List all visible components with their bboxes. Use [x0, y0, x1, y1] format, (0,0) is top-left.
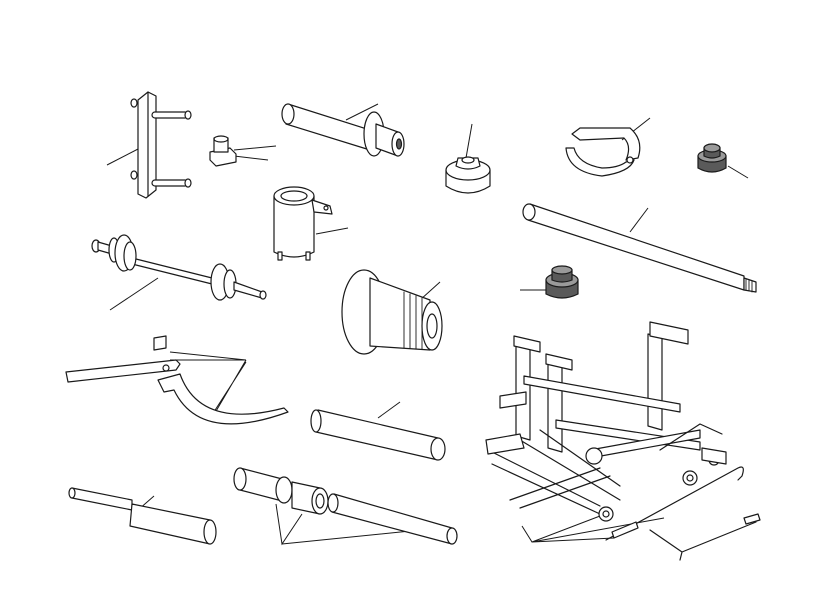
flanged-threaded-adapter: [341, 269, 443, 355]
dark-bushing-small: [697, 143, 749, 179]
hook-wrench: [565, 117, 651, 177]
sleeve-installer-set: [233, 467, 458, 546]
long-rod: [522, 203, 757, 293]
bearing-installer-shaft: [91, 234, 267, 311]
nut-adapter-set: [209, 135, 277, 167]
drift-tube: [310, 401, 446, 461]
dark-bushing-large: [520, 265, 579, 299]
long-tube-drift: [281, 103, 405, 157]
motorcycle-lift-stand: [485, 321, 761, 561]
two-piece-drift: [68, 487, 217, 545]
slotted-socket: [273, 186, 349, 261]
bearing-puller-plate: [106, 91, 192, 199]
socket-adapter: [445, 123, 491, 194]
pin-wrench-set: [65, 335, 289, 425]
